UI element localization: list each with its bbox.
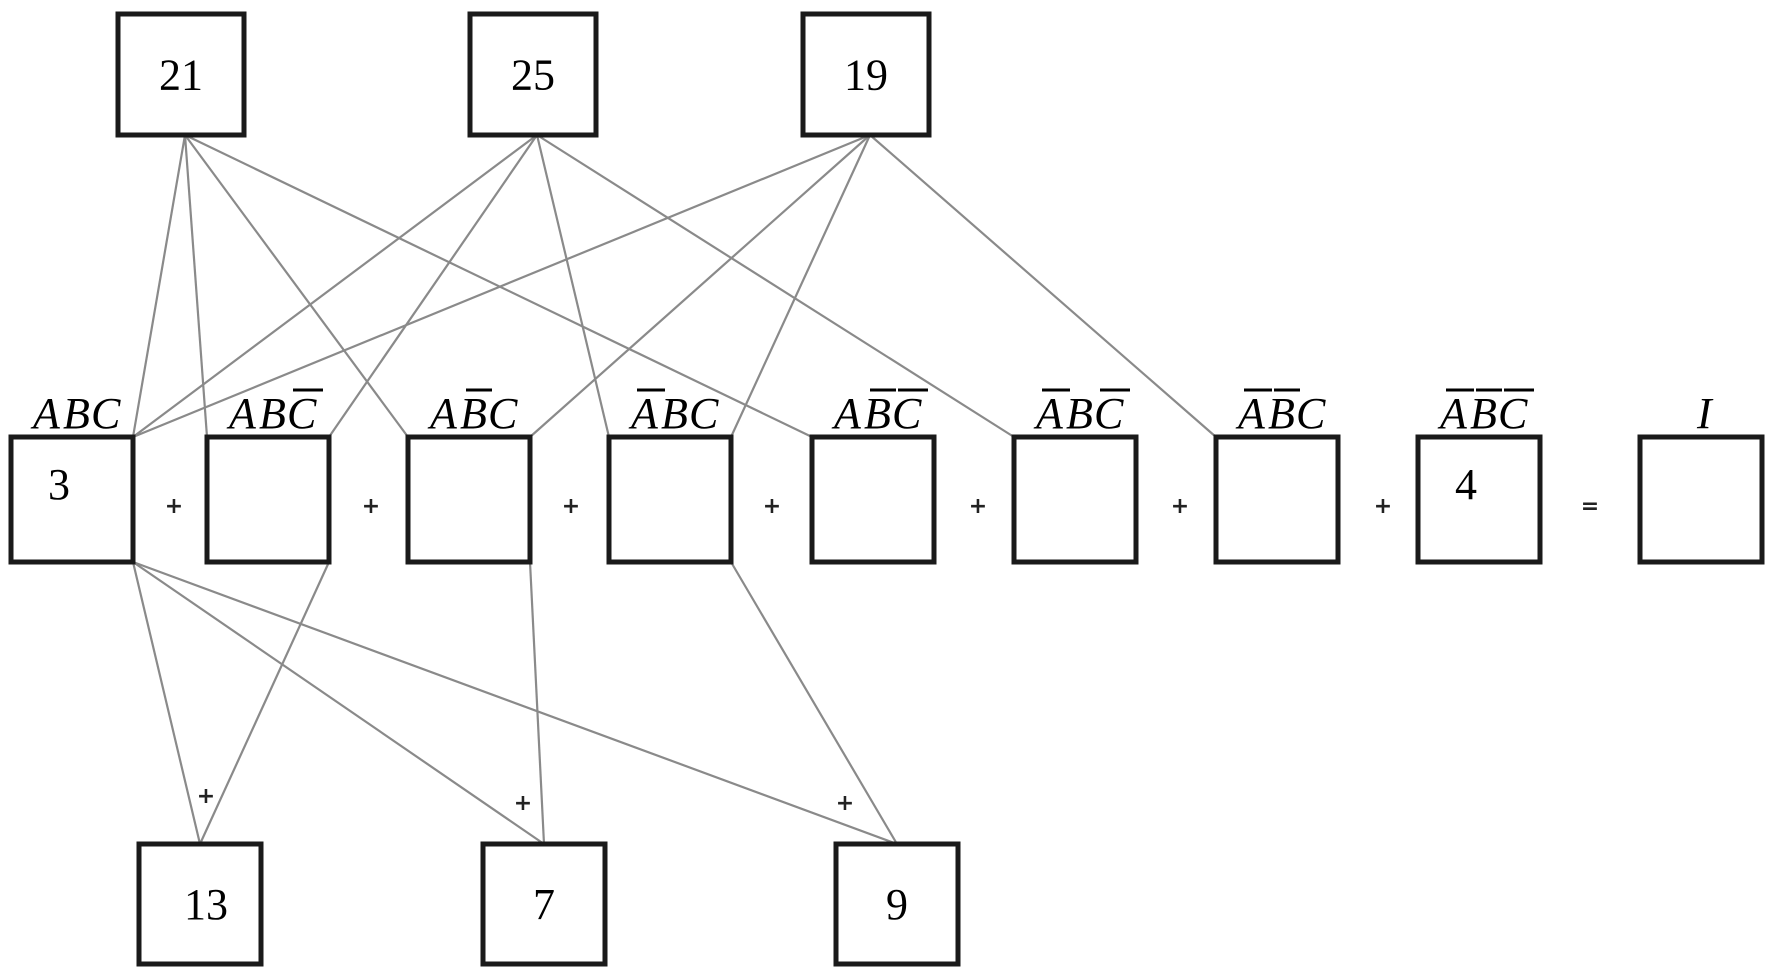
connector-t25-m1 xyxy=(132,134,538,438)
plus-operator: + xyxy=(1374,494,1392,519)
middle-box-m5 xyxy=(809,434,937,565)
plus-operator: + xyxy=(514,791,532,816)
connector-t21-m2 xyxy=(183,134,209,438)
label-letter: B xyxy=(1470,389,1497,438)
label-letter: A xyxy=(427,389,458,438)
plus-operator: + xyxy=(763,494,781,519)
label-letter: A xyxy=(30,389,61,438)
middle-box-m8 xyxy=(1415,434,1543,565)
connector-t19-m3 xyxy=(529,134,871,438)
label-letter: A xyxy=(1437,389,1468,438)
plus-operator: + xyxy=(165,494,183,519)
label-letter: C xyxy=(892,389,922,438)
connector-t25-m4 xyxy=(535,134,611,438)
label-letter: B xyxy=(1268,389,1295,438)
label-letter: B xyxy=(661,389,688,438)
connector-m4-b9 xyxy=(730,561,898,845)
middle-box-m1 xyxy=(8,434,136,565)
connector-t21-m1 xyxy=(131,134,187,438)
top-box-t21 xyxy=(115,11,247,138)
label-letter: I xyxy=(1696,389,1714,438)
label-letter: B xyxy=(63,389,90,438)
label-letter: C xyxy=(91,389,121,438)
label-letter: B xyxy=(864,389,891,438)
bottom-box-value: 7 xyxy=(533,880,555,929)
label-letter: B xyxy=(259,389,286,438)
label-letter: B xyxy=(1066,389,1093,438)
bottom-box-value: 9 xyxy=(886,880,908,929)
connector-m2-b13 xyxy=(198,561,331,845)
connector-t21-m5 xyxy=(184,134,813,438)
label-letter: A xyxy=(1033,389,1064,438)
connector-t25-m2 xyxy=(328,134,538,438)
connector-t19-m7 xyxy=(869,134,1217,438)
boxes: 21 25 19 3 4 13 7 9 xyxy=(8,11,1765,967)
middle-box-m4 xyxy=(606,434,734,565)
middle-box-m3 xyxy=(405,434,533,565)
plus-operator: + xyxy=(969,494,987,519)
bottom-box-b7 xyxy=(480,841,608,967)
plus-operator: + xyxy=(362,494,380,519)
top-box-t19 xyxy=(800,11,932,138)
label-letter: C xyxy=(1498,389,1528,438)
middle-box-m7 xyxy=(1213,434,1341,565)
minterm-label-m9: I xyxy=(1696,389,1714,438)
connector-m1-b13 xyxy=(131,561,202,845)
top-box-value: 25 xyxy=(511,51,555,100)
label-letter: C xyxy=(1094,389,1124,438)
connector-t19-m1 xyxy=(132,133,871,439)
connector-t25-m6 xyxy=(536,134,1015,438)
middle-box-m9 xyxy=(1637,434,1765,565)
top-box-value: 21 xyxy=(159,51,203,100)
label-letter: C xyxy=(488,389,518,438)
bottom-box-value: 13 xyxy=(184,880,228,929)
plus-operator: + xyxy=(836,791,854,816)
label-letter: A xyxy=(831,389,862,438)
equals-operator: = xyxy=(1581,494,1599,519)
middle-box-m6 xyxy=(1011,434,1139,565)
top-box-value: 19 xyxy=(844,51,888,100)
middle-box-value: 3 xyxy=(48,460,70,509)
connector-t21-m3 xyxy=(184,134,409,438)
plus-operator: + xyxy=(197,784,215,809)
middle-box-value: 4 xyxy=(1455,460,1477,509)
plus-operator: + xyxy=(562,494,580,519)
label-letter: C xyxy=(1296,389,1326,438)
connector-m1-b7 xyxy=(132,561,545,845)
plus-operator: + xyxy=(1171,494,1189,519)
top-box-t25 xyxy=(467,11,599,138)
label-letter: A xyxy=(628,389,659,438)
connector-t19-m4 xyxy=(730,134,871,438)
label-letter: C xyxy=(689,389,719,438)
label-letter: B xyxy=(460,389,487,438)
label-letter: A xyxy=(226,389,257,438)
label-letter: C xyxy=(287,389,317,438)
bottom-box-b9 xyxy=(833,841,961,967)
label-letter: A xyxy=(1235,389,1266,438)
bottom-box-b13 xyxy=(136,841,264,967)
connector-lines xyxy=(131,133,1217,846)
connector-m3-b7 xyxy=(528,561,546,845)
connector-m1-b9 xyxy=(132,560,898,846)
middle-box-m2 xyxy=(204,434,332,565)
